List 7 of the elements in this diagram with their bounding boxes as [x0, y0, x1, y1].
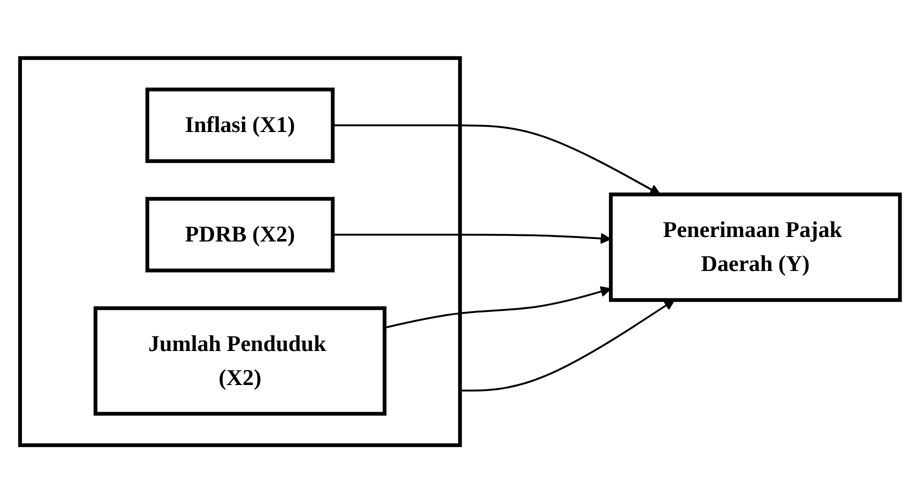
arrow	[460, 300, 675, 392]
node-box: PDRB (X2)	[145, 197, 335, 273]
arrow	[332, 124, 661, 196]
cluster	[18, 56, 462, 448]
node-box: Penerimaan Pajak Daerah (Y)	[608, 192, 902, 302]
node-box: Jumlah Penduduk (X2)	[94, 306, 386, 416]
node-box: Inflasi (X1)	[145, 88, 335, 164]
